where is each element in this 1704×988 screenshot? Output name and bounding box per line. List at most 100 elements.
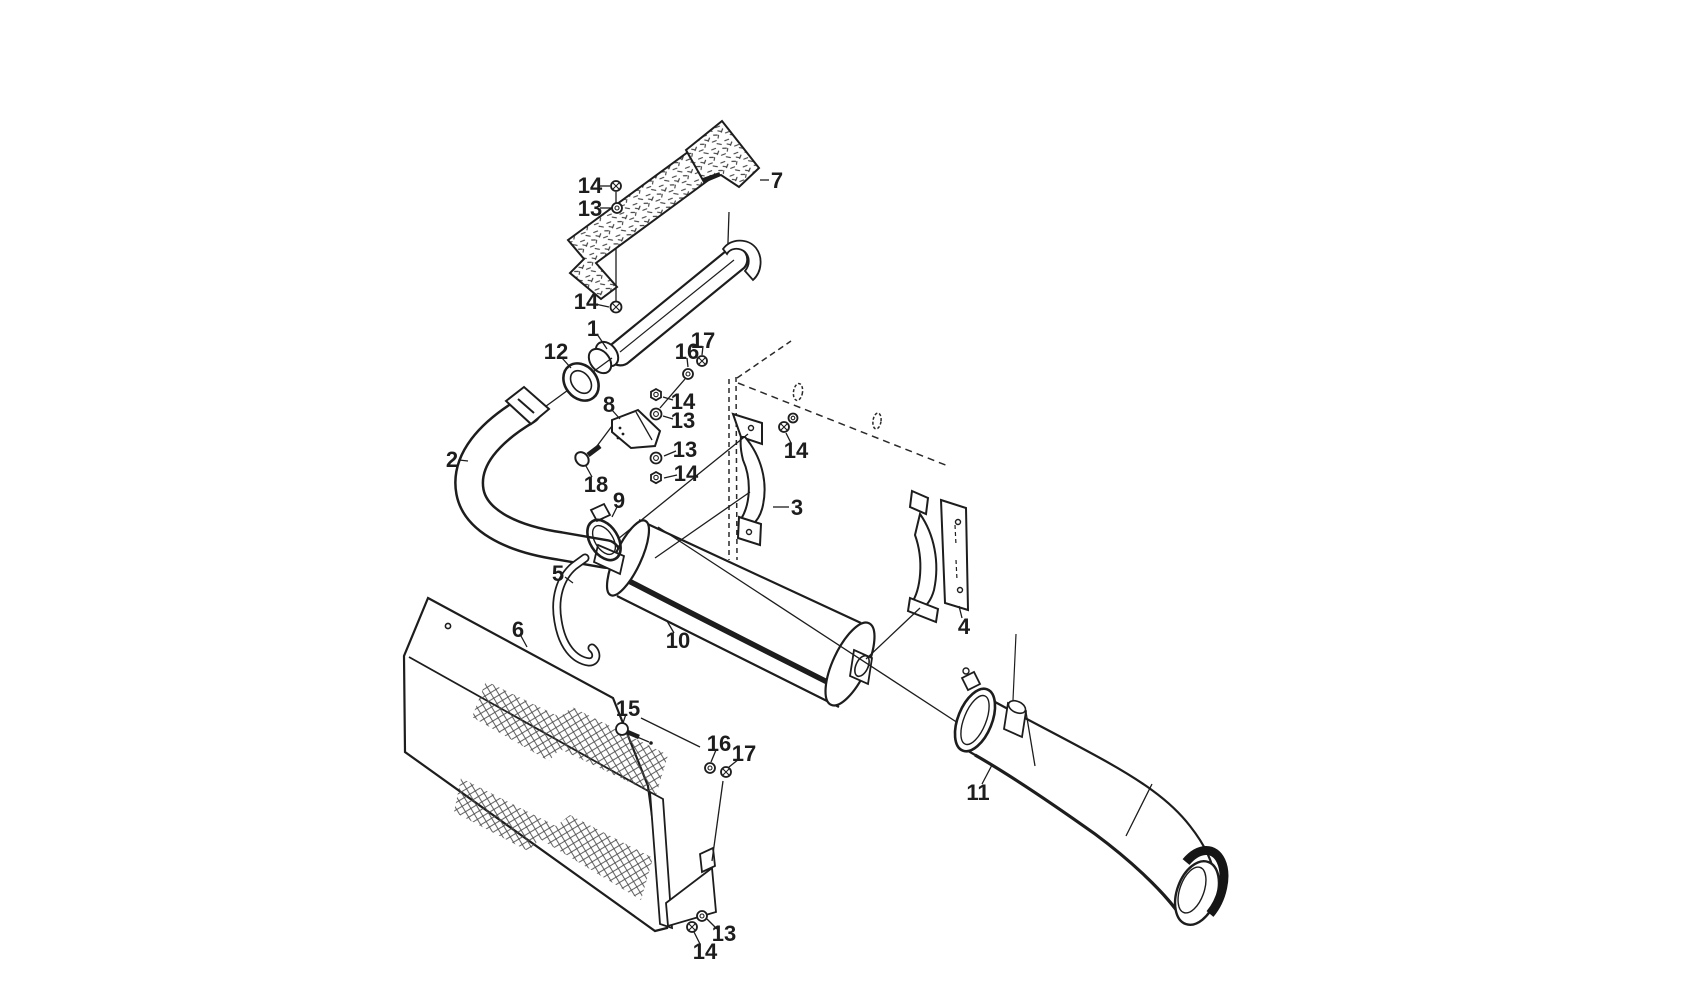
tailpipe-clamp [953,687,997,753]
callout-label: 13 [712,921,736,946]
callout-leader [561,357,572,369]
callout-leader [663,450,677,457]
callout-label: 13 [671,408,695,433]
callout-leader [564,576,574,584]
callout-label: 18 [584,472,608,497]
tailpipe-outlet-shadow [1182,845,1229,917]
washer-13-bottom [696,910,708,922]
callout-leader [662,396,674,401]
pipe-flare [587,347,613,375]
callout-leader [693,931,701,945]
part-1-front-pipe [587,239,762,375]
muffler-shadow-band [625,577,845,693]
pipe-end-bracket [721,239,762,282]
part-9-clamp [586,502,622,562]
washer-13-top [611,202,623,214]
part-7-heat-shield [566,119,761,301]
callout-label: 17 [732,741,756,766]
callout-leader [520,635,528,648]
callout-label: 6 [512,617,524,642]
callout-label: 14 [693,939,718,964]
callout-label: 14 [574,289,599,314]
guard-hole [444,622,452,630]
callout-label: 14 [671,389,696,414]
clamp-bolt [589,502,612,523]
guard-corner-bracket [665,866,717,928]
washer-14-strap [787,412,799,424]
callout-leader [622,713,627,724]
callout-leader [785,432,792,444]
callout-label: 3 [791,495,803,520]
part-3-hanger-strap [731,412,766,547]
part-11-tail-pipe [953,633,1229,926]
callout-label: 14 [784,438,809,463]
nut-14-b [650,470,662,485]
callout-label: 2 [446,447,458,472]
washer-16-upper [682,368,694,380]
callout-leader [663,474,678,479]
callout-leader [594,303,610,308]
callout-leader [662,415,674,420]
part-2-elbow-pipe [454,385,621,569]
phantom-body-panel [728,340,949,561]
callout-leader [710,749,717,763]
callout-leader [611,506,618,518]
guard-mesh-band [472,681,668,795]
callout-label: 16 [675,339,699,364]
callout-leader [728,758,740,768]
callout-leader [596,333,608,350]
callout-leader [611,409,621,420]
callout-label: 14 [674,461,699,486]
nut-14 [609,300,623,314]
nut-14-a [650,387,662,402]
elbow-flange [504,385,551,426]
tailpipe-lower-wall [974,753,1180,913]
callout-leader [981,764,993,785]
washer-13-a [649,407,663,421]
part-12-gasket-ring [562,362,600,402]
callout-label: 10 [666,628,690,653]
part-10-muffler [592,519,876,708]
washer-16-lower [704,762,716,774]
callout-label: 9 [613,488,625,513]
screw-14-top [610,180,622,192]
phantom-hole [792,382,804,402]
washer-13-b [649,451,663,465]
callout-label: 16 [707,731,731,756]
callout-leader [701,345,704,356]
callout-label: 7 [771,168,783,193]
callout-leader [458,459,469,462]
callout-leader [666,620,675,634]
washer-14-bottom [686,921,698,933]
guard-mesh-band [454,778,653,900]
callout-label: 14 [578,173,603,198]
callout-label: 13 [578,196,602,221]
callout-label: 17 [691,328,715,353]
callout-label: 8 [603,392,615,417]
part-5-hook [552,553,601,667]
part-4-mounting-bracket [906,489,970,624]
tailpipe-clamp-bolt [960,670,982,692]
nut-14-strap [778,421,790,433]
callout-leader [585,465,593,478]
fasteners [609,180,799,933]
callout-leader [686,357,689,368]
guard-edge-bar [648,790,673,930]
part-18-bolt [574,444,602,467]
part-8-support-bracket [611,408,662,450]
callout-label: 11 [966,780,989,805]
callout-label: 12 [544,339,568,364]
nut-17-upper [696,355,708,367]
callout-label: 15 [616,696,640,721]
callout-leader [706,918,718,930]
assembly-lines [593,378,985,862]
nut-17-lower [720,766,732,778]
callout-leader [958,605,963,619]
phantom-hole [872,412,882,430]
callout-label: 1 [587,316,599,341]
callout-label: 13 [673,437,697,462]
callout-label: 4 [958,614,971,639]
